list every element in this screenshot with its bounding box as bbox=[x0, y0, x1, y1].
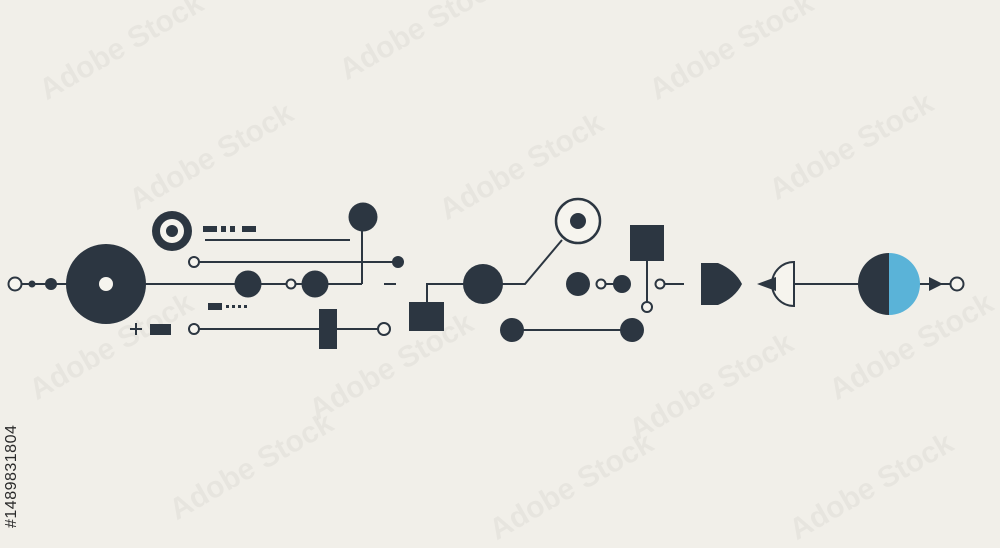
arrow-head bbox=[757, 277, 776, 291]
dash-block bbox=[230, 226, 235, 232]
dot bbox=[392, 256, 404, 268]
small-dot bbox=[28, 280, 36, 288]
square-block bbox=[409, 302, 444, 331]
split-disc-blue-half bbox=[889, 253, 920, 315]
medium-dot bbox=[234, 270, 262, 298]
hollow-node bbox=[654, 278, 666, 290]
small-dot bbox=[45, 278, 57, 290]
d-shape bbox=[701, 263, 742, 305]
hollow-node bbox=[285, 278, 297, 290]
dash-block bbox=[221, 226, 226, 232]
dash-block bbox=[203, 226, 217, 232]
hollow-node bbox=[641, 301, 653, 313]
hollow-node bbox=[949, 276, 965, 292]
medium-disc bbox=[463, 264, 503, 304]
split-disc-dark-half bbox=[858, 253, 889, 315]
arrow-head bbox=[929, 277, 943, 291]
hollow-node bbox=[188, 256, 200, 268]
medium-dot bbox=[301, 270, 329, 298]
medium-dot bbox=[566, 272, 590, 296]
hollow-node bbox=[7, 276, 23, 292]
dash-block bbox=[150, 324, 171, 335]
stock-id-label: #1489831804 bbox=[3, 424, 20, 528]
medium-dot bbox=[620, 318, 644, 342]
dash-block bbox=[242, 226, 256, 232]
small-dot bbox=[613, 275, 631, 293]
dash-block bbox=[238, 305, 241, 308]
hollow-node bbox=[595, 278, 607, 290]
ring-center bbox=[570, 213, 586, 229]
dash-block bbox=[226, 305, 229, 308]
target-center bbox=[166, 225, 178, 237]
dash-block bbox=[232, 305, 235, 308]
hollow-node bbox=[188, 323, 200, 335]
dash-block bbox=[244, 305, 247, 308]
vertical-bar bbox=[319, 309, 337, 349]
hollow-node bbox=[377, 322, 391, 336]
connector-line bbox=[426, 283, 464, 302]
medium-dot bbox=[500, 318, 524, 342]
connector-line bbox=[502, 239, 563, 285]
top-dot bbox=[348, 202, 378, 232]
square-block bbox=[630, 225, 664, 261]
large-disc-center bbox=[99, 277, 113, 291]
dash-block bbox=[208, 303, 222, 310]
